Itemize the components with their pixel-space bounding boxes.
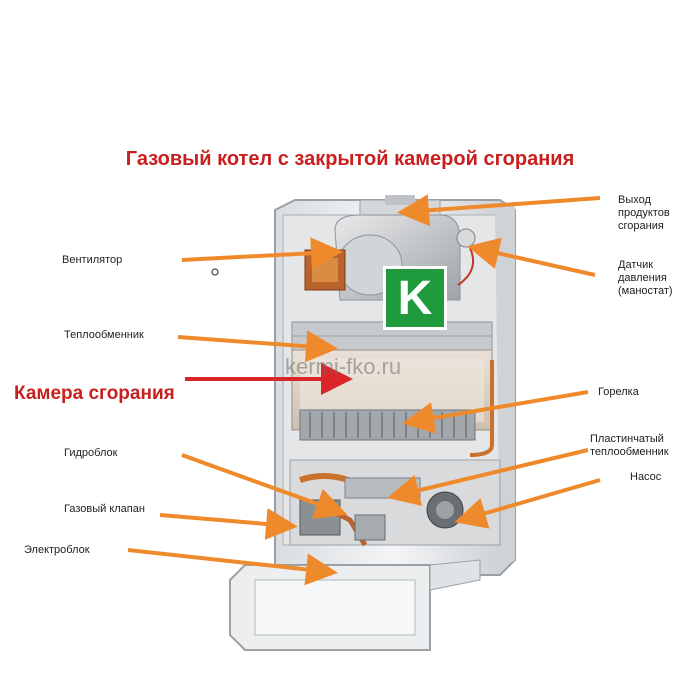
small-circle-mark: [211, 268, 219, 276]
label-ventilator: Вентилятор: [62, 254, 123, 266]
logo-letter: K: [397, 271, 433, 325]
label-electroblock: Электроблок: [24, 544, 90, 556]
arrow-exhaust: [397, 194, 601, 227]
label-burner: Горелка: [598, 386, 639, 398]
electro-block: [229, 559, 481, 651]
label-combustion-chamber: Камера сгорания: [14, 383, 175, 404]
label-exhaust: Выход продуктов сгорания: [618, 194, 670, 232]
diagram-title: Газовый котел с закрытой камерой сгорани…: [125, 148, 575, 170]
label-heat-exchanger: Теплообменник: [64, 329, 144, 341]
annotation-arrows: [127, 194, 601, 586]
label-pressure-sensor: Датчик давления (маностат): [618, 259, 673, 297]
arrow-gas-valve: [159, 508, 298, 540]
watermark: kermi-fko.ru: [285, 354, 402, 379]
arrow-pressure: [467, 237, 596, 277]
arrow-hydroblock: [181, 453, 348, 519]
hydro-block: [289, 459, 501, 547]
label-gas-valve: Газовый клапан: [64, 503, 145, 515]
label-plate-exchanger: Пластинчатый теплообменник: [590, 433, 669, 458]
label-pump: Насос: [630, 471, 662, 483]
arrow-burner: [402, 390, 589, 434]
arrow-electroblock: [127, 548, 338, 586]
arrow-pump: [454, 478, 601, 529]
arrow-heat-exchanger: [177, 330, 338, 363]
brand-logo: K: [383, 266, 447, 330]
label-hydroblock: Гидроблок: [64, 447, 118, 459]
arrow-ventilator: [181, 237, 343, 270]
arrow-plate-exchanger: [387, 448, 589, 506]
